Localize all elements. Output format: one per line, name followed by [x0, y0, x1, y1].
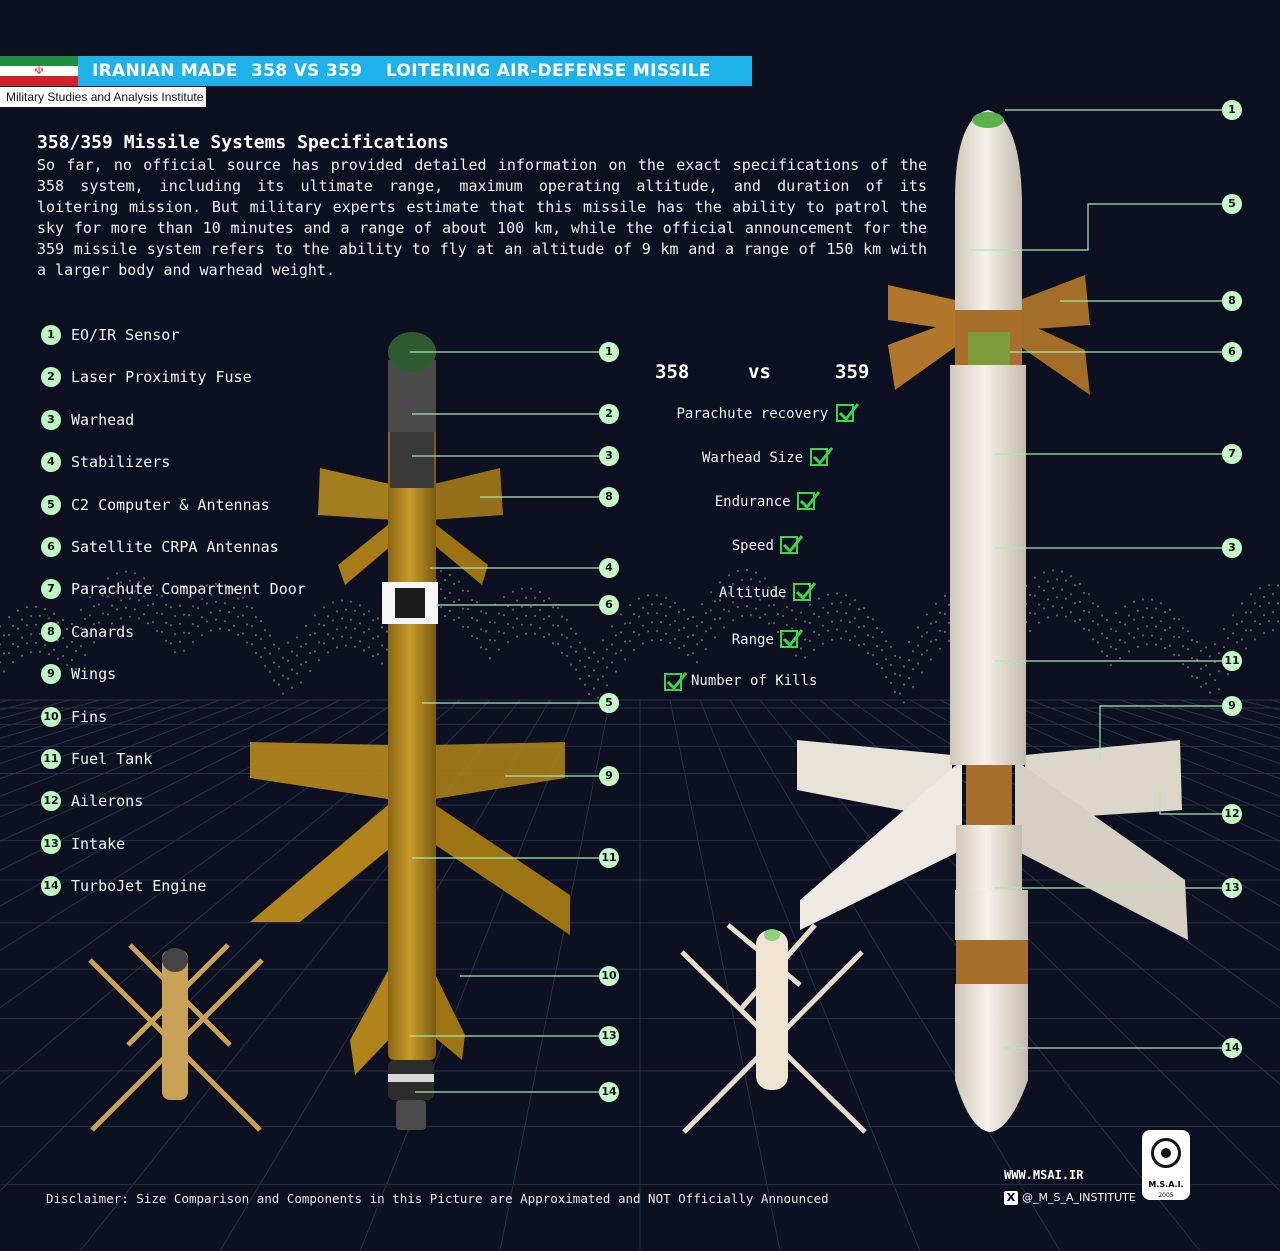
callout-marker: 11 [599, 848, 619, 868]
callout-marker: 13 [1222, 878, 1242, 898]
comparison-row-label: Altitude [719, 585, 787, 601]
legend-number: 10 [41, 706, 61, 727]
callout-marker: 14 [599, 1082, 619, 1102]
check-icon [810, 447, 834, 466]
callout-marker: 2 [599, 404, 619, 424]
comparison-row-label: Speed [731, 538, 774, 554]
compare-vs-label: vs [748, 361, 771, 383]
missile-358 [250, 332, 570, 1130]
check-icon [793, 582, 817, 601]
legend-number: 6 [41, 537, 61, 557]
callout-marker: 7 [1222, 444, 1242, 464]
legend-label: Fuel Tank [71, 750, 153, 768]
compare-left-label: 358 [655, 361, 690, 383]
title-banner: IRANIAN MADE 358 VS 359 LOITERING AIR-DE… [78, 56, 752, 86]
callout-marker: 3 [599, 446, 619, 466]
comparison-row-label: Parachute recovery [676, 406, 829, 422]
legend-label: Fins [71, 707, 108, 726]
banner-origin: IRANIAN MADE [92, 61, 238, 81]
callout-marker: 10 [599, 966, 619, 986]
legend-label: Canards [71, 622, 135, 641]
comparison-row-label: Warhead Size [702, 450, 804, 466]
website-link[interactable]: WWW.MSAI.IR [1004, 1168, 1084, 1182]
legend-label: Wings [71, 665, 117, 684]
callout-marker: 14 [1222, 1038, 1242, 1058]
legend-label: EO/IR Sensor [71, 326, 180, 344]
callout-marker: 5 [599, 693, 619, 713]
legend-number: 7 [41, 579, 61, 600]
iran-flag-icon: ☫ [0, 56, 78, 86]
legend-number: 5 [41, 494, 61, 515]
logo-text: M.S.A.I. [1148, 1180, 1184, 1189]
legend-number: 11 [41, 749, 61, 769]
legend-label: Intake [71, 834, 126, 853]
check-icon [664, 672, 688, 691]
legend-number: 12 [41, 791, 61, 812]
callout-marker: 9 [599, 766, 619, 786]
check-icon [797, 491, 821, 510]
check-icon [835, 403, 859, 422]
callout-marker: 1 [1222, 100, 1242, 120]
callout-marker: 9 [1222, 696, 1242, 716]
legend-label: Ailerons [71, 792, 144, 811]
msai-logo: M.S.A.I. 2005 [1142, 1130, 1190, 1200]
callout-marker: 4 [599, 558, 619, 578]
legend-number: 4 [41, 452, 61, 473]
comparison-row-label: Number of Kills [691, 673, 818, 689]
check-icon [780, 629, 804, 648]
legend-number: 8 [41, 621, 61, 642]
social-handle-text: @_M_S_A_INSTITUTE [1022, 1191, 1136, 1204]
callout-marker: 12 [1222, 804, 1242, 824]
legend-number: 13 [41, 833, 61, 854]
check-icon [780, 535, 804, 554]
callout-marker: 8 [1222, 291, 1242, 311]
missile-359-top-view [680, 923, 867, 1134]
institute-label: Military Studies and Analysis Institute [0, 87, 206, 107]
callout-marker: 3 [1222, 538, 1242, 558]
legend-number: 3 [41, 409, 61, 430]
logo-year: 2005 [1158, 1192, 1174, 1199]
legend-number: 2 [41, 367, 61, 388]
x-social-icon: X [1004, 1191, 1018, 1205]
legend-number: 1 [41, 325, 61, 345]
legend-label: Warhead [71, 410, 135, 429]
legend-label: Satellite CRPA Antennas [71, 538, 279, 556]
callout-marker: 8 [599, 487, 619, 507]
legend-label: Laser Proximity Fuse [71, 368, 252, 387]
missile-359 [797, 110, 1188, 1132]
callout-marker: 11 [1222, 651, 1242, 671]
callout-marker: 1 [599, 342, 619, 362]
callout-leader-line [970, 203, 1222, 251]
legend-number: 14 [41, 876, 61, 897]
callout-leader-line [1099, 705, 1222, 760]
callout-marker: 5 [1222, 194, 1242, 214]
legend-label: Stabilizers [71, 453, 171, 472]
callout-leader-line [1159, 790, 1222, 815]
legend-label: TurboJet Engine [71, 877, 207, 896]
social-handle[interactable]: X @_M_S_A_INSTITUTE [1004, 1191, 1136, 1205]
callout-marker: 6 [1222, 342, 1242, 362]
comparison-row-label: Endurance [714, 494, 791, 510]
callout-marker: 13 [599, 1026, 619, 1046]
compare-right-label: 359 [835, 361, 870, 383]
intro-body: So far, no official source has provided … [37, 156, 927, 279]
missile-358-top-view [88, 943, 264, 1132]
intro-title: 358/359 Missile Systems Specifications [37, 132, 449, 153]
legend-number: 9 [41, 664, 61, 685]
banner-versus: 358 VS 359 [251, 61, 363, 81]
banner-subject: LOITERING AIR-DEFENSE MISSILE [386, 61, 711, 81]
disclaimer: Disclaimer: Size Comparison and Componen… [46, 1191, 829, 1206]
legend-label: Parachute Compartment Door [71, 580, 306, 599]
callout-marker: 6 [599, 595, 619, 615]
legend-label: C2 Computer & Antennas [71, 495, 270, 514]
comparison-row-label: Range [731, 632, 774, 648]
